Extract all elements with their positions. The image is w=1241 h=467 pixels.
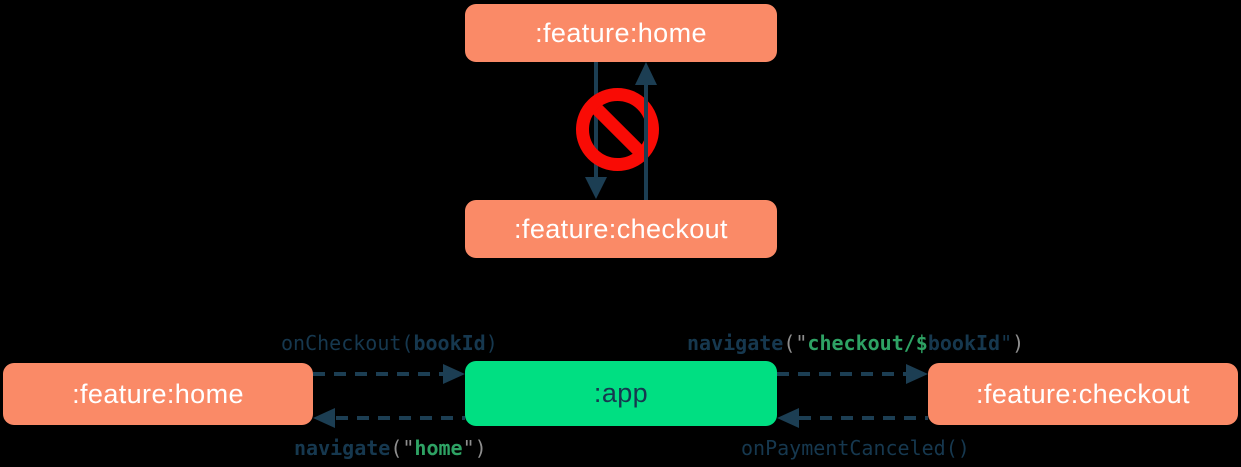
module-node-label: :app <box>593 378 649 408</box>
code-segment: $ <box>915 331 928 355</box>
module-node-feature-checkout-top: :feature:checkout <box>465 200 777 258</box>
code-segment: home <box>414 436 463 460</box>
module-node-feature-checkout-bottom: :feature:checkout <box>928 363 1238 425</box>
code-segment: " <box>1000 331 1013 355</box>
arrow-head-right <box>906 364 928 384</box>
arrow-head-left <box>313 408 335 428</box>
code-segment: onPaymentCanceled() <box>741 436 970 460</box>
arrow-head-down <box>585 177 607 199</box>
code-segment: navigate <box>687 331 784 355</box>
code-segment: " <box>402 436 415 460</box>
module-node-feature-home-bottom: :feature:home <box>3 363 313 425</box>
edge-label-navigate-checkout: navigate("checkout/$bookId") <box>687 331 1024 355</box>
arrow-head-right <box>443 364 465 384</box>
arrow-head-up <box>635 62 657 85</box>
code-segment: bookId <box>927 331 1001 355</box>
module-node-feature-home-top: :feature:home <box>465 4 777 62</box>
edge-label-navigate-home: navigate("home") <box>294 436 487 460</box>
code-segment: ) <box>1012 331 1025 355</box>
edge-label-oncheckout: onCheckout(bookId) <box>281 331 498 355</box>
module-node-label: :feature:home <box>535 17 707 48</box>
code-segment: ) <box>485 331 498 355</box>
module-node-label: :feature:checkout <box>514 213 728 244</box>
module-node-label: :feature:checkout <box>976 378 1190 409</box>
code-segment: checkout/ <box>807 331 916 355</box>
code-segment: bookId <box>413 331 486 355</box>
code-segment: " <box>462 436 475 460</box>
code-segment: navigate <box>294 436 391 460</box>
code-segment: " <box>795 331 808 355</box>
code-segment: ( <box>783 331 796 355</box>
module-node-app: :app <box>465 361 777 426</box>
code-segment: onCheckout( <box>281 331 414 355</box>
arrow-head-left <box>777 408 799 428</box>
code-segment: ( <box>390 436 403 460</box>
edge-label-onpaymentcanceled: onPaymentCanceled() <box>741 436 970 460</box>
code-segment: ) <box>474 436 487 460</box>
module-node-label: :feature:home <box>72 378 244 409</box>
